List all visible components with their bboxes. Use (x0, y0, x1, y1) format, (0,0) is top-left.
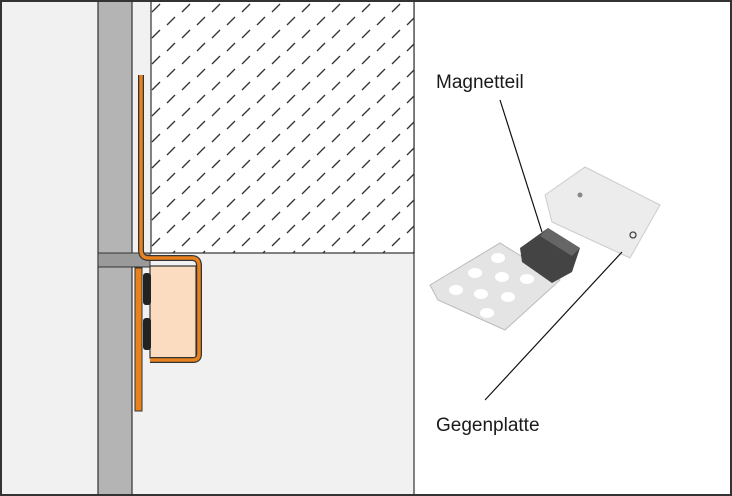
wall (97, 0, 133, 496)
profile (139, 75, 201, 362)
magnet-body (149, 265, 197, 359)
magnet-lower (143, 318, 151, 350)
counter-plate-section (134, 267, 143, 412)
magnet-part-leader (499, 99, 543, 233)
hatched-area-pattern (150, 0, 415, 254)
counter-plate-label: Gegenplatte (436, 415, 540, 436)
magnet-upper (143, 273, 151, 305)
magnet-part-label: Magnetteil (436, 72, 524, 93)
magnet-part-photo (520, 228, 580, 283)
mounting-plate-photo (544, 166, 661, 259)
counter-plate-leader (484, 251, 623, 401)
